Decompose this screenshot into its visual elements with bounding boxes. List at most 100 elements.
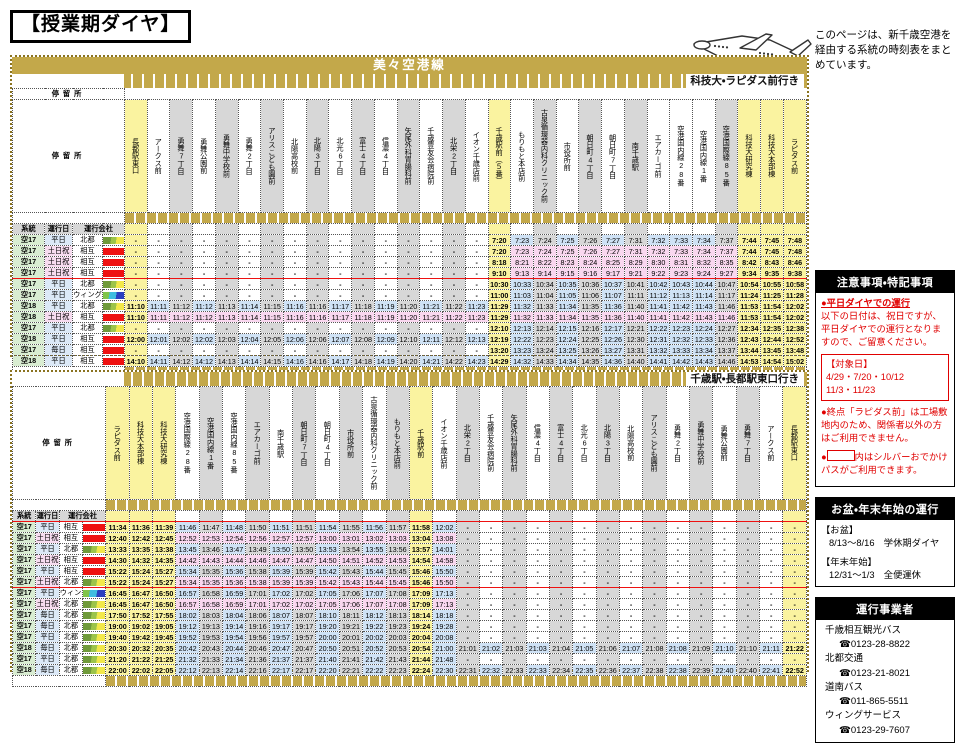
time-cell: 11:22 — [442, 300, 466, 312]
station-header-16: 千歳駅前（５番） — [487, 99, 512, 213]
time-cell: - — [192, 245, 216, 257]
time-cell: 22:14 — [222, 664, 247, 676]
time-cell: 17:05 — [315, 587, 340, 599]
column-header-spacer-10 — [351, 223, 375, 235]
time-cell: 14:19 — [373, 355, 398, 367]
time-cell: - — [642, 554, 667, 566]
time-cell: - — [642, 532, 667, 544]
time-cell: - — [260, 245, 285, 257]
time-cell: - — [396, 278, 421, 290]
time-cell: 22:17 — [268, 664, 294, 676]
operator-color-bar — [82, 521, 107, 533]
time-cell: - — [712, 554, 737, 566]
time-cell: 14:35 — [152, 554, 177, 566]
time-cell: 14:10 — [124, 355, 148, 367]
column-header-spacer-8 — [292, 510, 317, 522]
time-cell: - — [455, 631, 480, 643]
time-cell: - — [642, 631, 667, 643]
time-cell: 22:33 — [525, 664, 550, 676]
station-header-7: 北陽高校前 — [283, 99, 307, 213]
time-cell: 11:56 — [362, 521, 387, 533]
operator-cell: 相互 — [58, 532, 84, 544]
column-header-spacer-24 — [665, 510, 690, 522]
time-cell: - — [351, 256, 375, 268]
time-cell: 11:22 — [442, 311, 466, 323]
time-cell: 17:09 — [408, 598, 434, 610]
column-header-spacer-22 — [623, 223, 648, 235]
service-day-cell: 土日祝 — [44, 311, 73, 323]
time-cell: - — [373, 278, 398, 290]
service-day-cell: 平日 — [44, 278, 73, 290]
route-cell: 空17 — [12, 322, 45, 334]
time-cell: - — [735, 631, 761, 643]
operator-cell: 北都 — [58, 576, 84, 588]
time-cell: 14:35 — [578, 355, 603, 367]
service-day-cell: 土日祝 — [35, 532, 60, 544]
time-cell: - — [548, 521, 574, 533]
time-cell: - — [665, 532, 690, 544]
time-cell: - — [146, 234, 171, 246]
route-cell: 空17 — [12, 267, 45, 279]
column-header-spacer-22 — [618, 510, 644, 522]
column-header-spacer-1 — [128, 510, 154, 522]
time-cell: 8:24 — [578, 256, 603, 268]
time-cell: 11:17 — [714, 289, 739, 301]
time-cell: 11:16 — [305, 311, 330, 323]
time-cell: 22:21 — [338, 664, 364, 676]
time-cell: - — [642, 653, 667, 665]
arrow-strip-left — [11, 212, 126, 224]
service-day-cell: 平日 — [44, 234, 73, 246]
time-cell: - — [758, 543, 784, 555]
time-cell: - — [478, 631, 504, 643]
time-cell: - — [642, 587, 667, 599]
time-cell: - — [618, 565, 644, 577]
time-cell: - — [688, 554, 714, 566]
time-cell: - — [419, 289, 444, 301]
column-header-spacer-13 — [408, 510, 434, 522]
operator-name-0: 千歳相互観光バス — [825, 624, 902, 636]
time-cell: 14:50 — [315, 554, 340, 566]
time-cell: - — [169, 245, 194, 257]
service-day-cell: 土日祝 — [35, 598, 60, 610]
time-cell: - — [595, 554, 620, 566]
time-cell: - — [351, 234, 375, 246]
time-cell: - — [328, 278, 353, 290]
time-cell: 14:30 — [105, 554, 130, 566]
time-cell: 14:52 — [362, 554, 387, 566]
time-cell: 17:50 — [105, 609, 130, 621]
time-cell: 14:14 — [237, 355, 262, 367]
operator-cell: 相互 — [72, 344, 103, 356]
time-cell: - — [283, 289, 307, 301]
column-header-spacer-16 — [478, 510, 504, 522]
time-cell: 11:20 — [396, 311, 421, 323]
time-cell: 10:34 — [532, 278, 557, 290]
route-cell: 空18 — [12, 311, 45, 323]
service-day-cell: 平日 — [35, 521, 60, 533]
time-cell: 20:54 — [408, 642, 434, 654]
arrow-strip — [105, 499, 807, 511]
time-cell: - — [735, 587, 761, 599]
time-cell: 15:46 — [408, 565, 434, 577]
operator-color-bar — [82, 565, 107, 577]
service-day-cell: 平日 — [44, 322, 73, 334]
station-header-4: 勇舞中学校前 — [214, 99, 239, 213]
time-cell: 12:43 — [737, 333, 762, 345]
time-cell: 22:40 — [712, 664, 737, 676]
column-header-spacer-6 — [260, 223, 285, 235]
time-cell: 19:23 — [385, 620, 410, 632]
time-cell: 14:16 — [283, 355, 307, 367]
time-cell: 11:35 — [578, 300, 603, 312]
time-cell: - — [618, 620, 644, 632]
time-cell: - — [455, 609, 480, 621]
column-header-spacer-28 — [760, 223, 784, 235]
column-header-spacer-10 — [338, 510, 364, 522]
time-cell: - — [169, 289, 194, 301]
time-cell: - — [572, 587, 597, 599]
time-cell: - — [260, 234, 285, 246]
time-cell: - — [169, 344, 194, 356]
station-header-27: 勇舞7丁目 — [735, 386, 761, 500]
time-cell: 12:02 — [432, 521, 457, 533]
time-cell: 11:12 — [646, 289, 671, 301]
time-cell: - — [455, 565, 480, 577]
time-cell: - — [305, 234, 330, 246]
